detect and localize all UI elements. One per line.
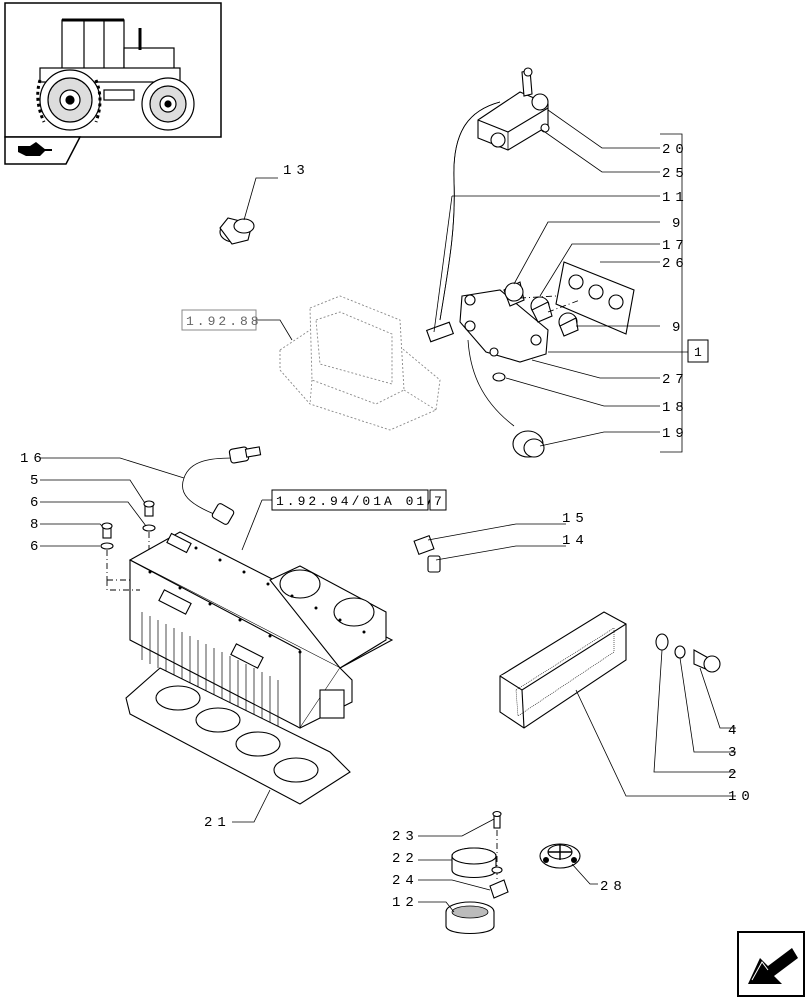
- tractor-thumbnail[interactable]: [4, 2, 222, 138]
- callout-6b: 6: [30, 539, 43, 555]
- washer-18: [492, 372, 506, 382]
- bracket-box-1: 1: [687, 339, 709, 363]
- callout-10: 10: [728, 789, 755, 805]
- leader-lines: [433, 109, 688, 453]
- rotary-knob-19: [512, 430, 545, 458]
- hvac-unit: [128, 531, 394, 729]
- callout-25: 25: [662, 166, 689, 182]
- water-valve: [477, 67, 550, 151]
- cup-22: [451, 847, 497, 879]
- gasket-21: [125, 667, 351, 805]
- callout-11: 11: [662, 190, 689, 206]
- knob-switch-9a: [503, 281, 525, 307]
- callout-4: 4: [728, 723, 741, 739]
- callout-8: 8: [30, 517, 43, 533]
- callout-6a: 6: [30, 495, 43, 511]
- gasket-plate-26: [555, 261, 635, 335]
- callout-27: 27: [662, 372, 689, 388]
- sensor-cable-16: [182, 446, 262, 525]
- clip-24: [489, 866, 509, 899]
- callout-16: 16: [20, 451, 47, 467]
- ghost-housing: [279, 295, 441, 431]
- reference-1-92-94-box: 7: [434, 494, 445, 509]
- callout-21: 21: [204, 815, 231, 831]
- filter-ring-12: [445, 901, 495, 934]
- knob-switch-9b: [558, 312, 579, 337]
- callout-13: 13: [283, 163, 310, 179]
- callout-23: 23: [392, 829, 419, 845]
- callout-18: 18: [662, 400, 689, 416]
- reference-1-92-94-label: 1.92.94/01A 01A: [276, 494, 438, 509]
- screw-23: [492, 810, 502, 829]
- screw-5: [143, 500, 155, 517]
- callout-labels: 20 25 11 9 17 26 9 27 18 19 13 16 5 6 8 …: [20, 142, 755, 911]
- callout-22: 22: [392, 851, 419, 867]
- reference-1-92-88-label: 1.92.88: [186, 314, 262, 329]
- callout-26: 26: [662, 256, 689, 272]
- control-panel-bracket: [425, 289, 549, 363]
- callout-9a: 9: [672, 216, 685, 232]
- callout-14: 14: [562, 533, 589, 549]
- knob-4: [693, 649, 721, 673]
- callout-3: 3: [728, 745, 741, 761]
- screw-8: [101, 522, 113, 539]
- callout-19: 19: [662, 426, 689, 442]
- hand-pointer-icon[interactable]: [4, 136, 82, 165]
- reference-1-92-88[interactable]: 1.92.88: [181, 309, 262, 331]
- grille-28: [539, 843, 581, 869]
- air-filter-10: [499, 611, 627, 729]
- washer-3: [674, 645, 686, 659]
- callout-17: 17: [662, 238, 689, 254]
- left-leaders: [40, 457, 185, 547]
- plug-cap-13: [219, 217, 255, 245]
- callout-9b: 9: [672, 320, 685, 336]
- next-page-arrow-icon[interactable]: [737, 931, 805, 997]
- callout-2: 2: [728, 767, 741, 783]
- callout-28: 28: [600, 879, 627, 895]
- bracket-box-1-label: 1: [694, 345, 705, 360]
- callout-12: 12: [392, 895, 419, 911]
- callout-20: 20: [662, 142, 689, 158]
- temp-sensor-15: [413, 534, 441, 573]
- washer-2: [655, 633, 669, 651]
- callout-5: 5: [30, 473, 43, 489]
- callout-24: 24: [392, 873, 419, 889]
- washer-6a: [142, 524, 156, 532]
- reference-1-92-94[interactable]: 1.92.94/01A 01A 7: [271, 489, 447, 511]
- knob-switch-17: [530, 296, 553, 323]
- callout-15: 15: [562, 511, 589, 527]
- washer-6b: [100, 542, 114, 550]
